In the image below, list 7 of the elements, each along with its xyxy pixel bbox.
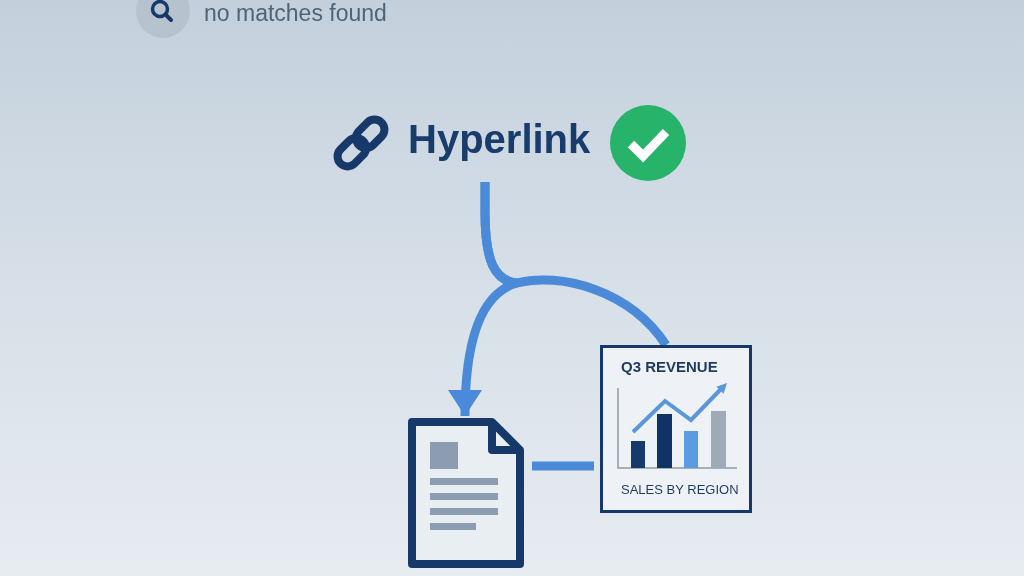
title-text: Hyperlink (408, 116, 591, 163)
status-text: no matches found (204, 0, 387, 26)
chart-card (600, 345, 752, 513)
chart-title: Q3 REVENUE (621, 358, 718, 376)
chart-caption: SALES BY REGION (621, 481, 739, 499)
document-icon (406, 416, 526, 570)
connector-line (532, 461, 594, 471)
